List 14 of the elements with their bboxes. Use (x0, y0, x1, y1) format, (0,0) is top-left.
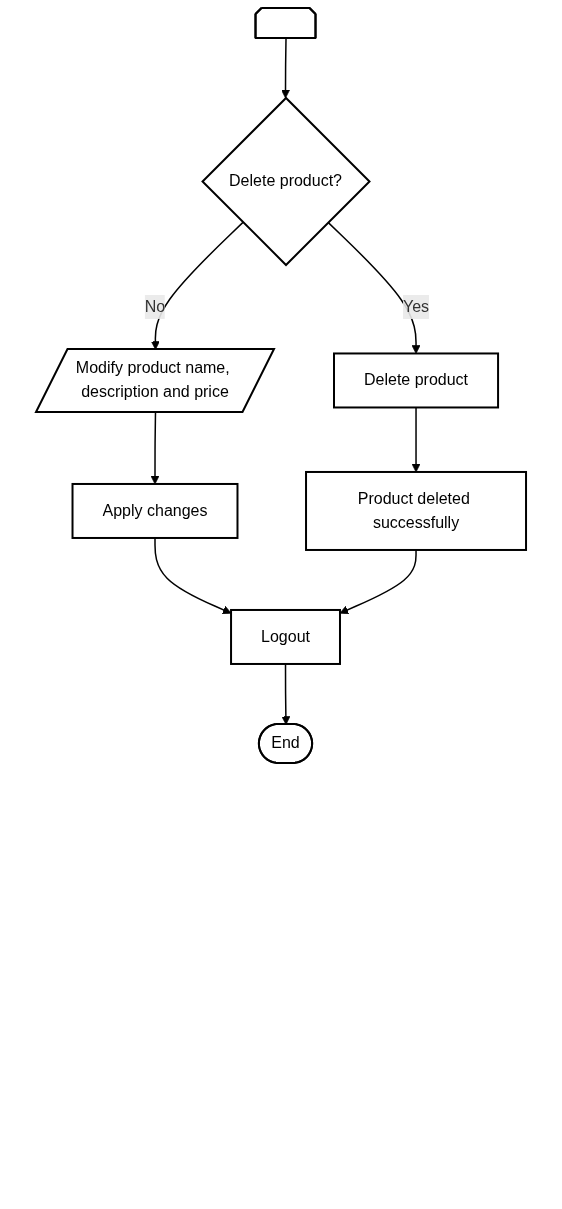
node-box: Product deleted successfully (305, 470, 527, 551)
edge-label: Yes (402, 297, 430, 315)
arrow (154, 537, 232, 615)
arrow (281, 37, 290, 99)
arrow (281, 663, 291, 725)
arrow (327, 221, 421, 354)
node-box: Apply changes (71, 482, 239, 539)
arrow (411, 406, 421, 473)
arrow (150, 411, 160, 485)
node-box: Logout (230, 608, 341, 665)
node-diamond: Delete product? (201, 96, 371, 267)
node-box: Delete product (333, 352, 500, 409)
arrow (339, 549, 417, 615)
edge-label: No (144, 297, 166, 315)
